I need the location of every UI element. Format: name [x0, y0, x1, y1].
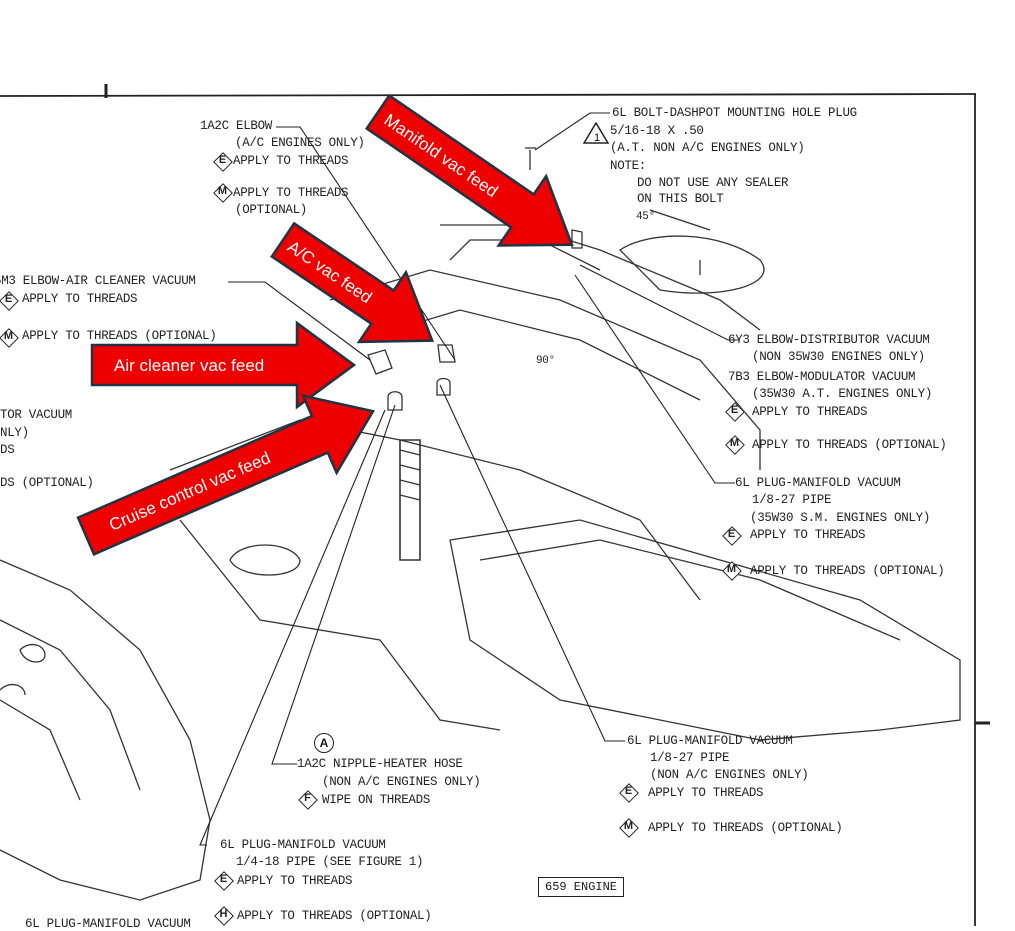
- sealant-m-icon: M: [723, 562, 740, 579]
- engine-tag: 659 ENGINE: [538, 877, 625, 897]
- sealant-e-icon: E: [726, 403, 743, 420]
- circled-a-icon: A: [314, 733, 334, 753]
- instruction: APPLY TO THREADS: [648, 786, 764, 800]
- callout-scope: (A.T. NON A/C ENGINES ONLY): [610, 141, 805, 155]
- engine-sketch: [0, 147, 961, 901]
- arrow-label: Cruise control vac feed: [106, 448, 273, 535]
- arrow-cruise-control-vac-feed: Cruise control vac feed: [76, 394, 375, 556]
- partial-text: DS (OPTIONAL): [0, 476, 94, 490]
- page-frame: [0, 84, 990, 926]
- note-text: ON THIS BOLT: [637, 192, 724, 206]
- angle-label: 90°: [536, 355, 555, 367]
- leader-lines: [199, 112, 740, 846]
- callout-title: 6L PLUG-MANIFOLD VACUUM: [220, 838, 386, 852]
- partial-text: DS: [0, 443, 15, 457]
- callout-title: 6L PLUG-MANIFOLD VACUUM: [735, 476, 901, 490]
- callout-title: 1A2C NIPPLE-HEATER HOSE: [297, 757, 463, 771]
- instruction: APPLY TO THREADS (OPTIONAL): [648, 821, 843, 835]
- svg-text:1: 1: [594, 132, 600, 144]
- instruction: APPLY TO THREADS (OPTIONAL): [750, 564, 945, 578]
- instruction: APPLY TO THREADS (OPTIONAL): [22, 329, 217, 343]
- callout-bottom-partial: 6L PLUG-MANIFOLD VACUUM: [25, 917, 191, 931]
- instruction: APPLY TO THREADS: [22, 292, 138, 306]
- callout-size: 5/16-18 X .50: [610, 124, 704, 138]
- arrow-shape: [90, 320, 357, 410]
- callout-scope: (NON A/C ENGINES ONLY): [650, 768, 809, 782]
- sealant-e-icon: E: [0, 292, 17, 309]
- sealant-e-icon: E: [215, 872, 232, 889]
- partial-text: TOR VACUUM: [0, 408, 73, 422]
- sealant-e-icon: E: [620, 784, 637, 801]
- sealant-e-icon: E: [214, 153, 231, 170]
- instruction: APPLY TO THREADS: [750, 528, 866, 542]
- partial-text: NLY): [0, 426, 29, 440]
- callout-title: 6L BOLT-DASHPOT MOUNTING HOLE PLUG: [612, 106, 857, 120]
- arrow-air-cleaner-vac-feed: Air cleaner vac feed: [90, 320, 357, 410]
- callout-title: 1A2C ELBOW: [200, 119, 273, 133]
- instruction: APPLY TO THREADS: [752, 405, 868, 419]
- sealant-f-icon: F: [299, 791, 316, 808]
- instruction: WIPE ON THREADS: [322, 793, 431, 807]
- angle-label: 45°: [636, 211, 655, 223]
- sealant-m-icon: M: [0, 329, 17, 346]
- instruction: (OPTIONAL): [235, 203, 308, 217]
- sealant-m-icon: M: [214, 184, 231, 201]
- sealant-m-icon: M: [620, 819, 637, 836]
- sealant-m-icon: M: [726, 436, 743, 453]
- arrow-shape: [270, 221, 435, 344]
- callout-title: 6Y3 ELBOW-DISTRIBUTOR VACUUM: [728, 333, 930, 347]
- arrow-label: Manifold vac feed: [381, 110, 502, 201]
- instruction: APPLY TO THREADS (OPTIONAL): [237, 909, 432, 923]
- callout-scope: (35W30 A.T. ENGINES ONLY): [752, 387, 933, 401]
- callout-size: 1/8-27 PIPE: [752, 493, 832, 507]
- callout-title: 5M3 ELBOW-AIR CLEANER VACUUM: [0, 274, 196, 288]
- callout-scope: (NON 35W30 ENGINES ONLY): [752, 350, 925, 364]
- note-text: DO NOT USE ANY SEALER: [637, 176, 789, 190]
- callout-title: 6L PLUG-MANIFOLD VACUUM: [627, 734, 793, 748]
- callout-size: 1/8-27 PIPE: [650, 751, 730, 765]
- arrow-shape: [364, 93, 574, 247]
- callout-title: 7B3 ELBOW-MODULATOR VACUUM: [728, 370, 916, 384]
- instruction: APPLY TO THREADS: [233, 186, 349, 200]
- sealant-e-icon: E: [723, 527, 740, 544]
- arrow-label: Air cleaner vac feed: [114, 356, 264, 375]
- callout-scope: (35W30 S.M. ENGINES ONLY): [750, 511, 931, 525]
- instruction: APPLY TO THREADS (OPTIONAL): [752, 438, 947, 452]
- instruction: APPLY TO THREADS: [233, 154, 349, 168]
- callout-scope: (NON A/C ENGINES ONLY): [322, 775, 481, 789]
- instruction: APPLY TO THREADS: [237, 874, 353, 888]
- callout-scope: (A/C ENGINES ONLY): [235, 136, 365, 150]
- sealant-h-icon: H: [215, 907, 232, 924]
- triangle-note-icon: 1: [583, 122, 609, 144]
- arrow-shape: [76, 394, 375, 556]
- callout-size: 1/4-18 PIPE (SEE FIGURE 1): [236, 855, 424, 869]
- note-label: NOTE:: [610, 159, 647, 173]
